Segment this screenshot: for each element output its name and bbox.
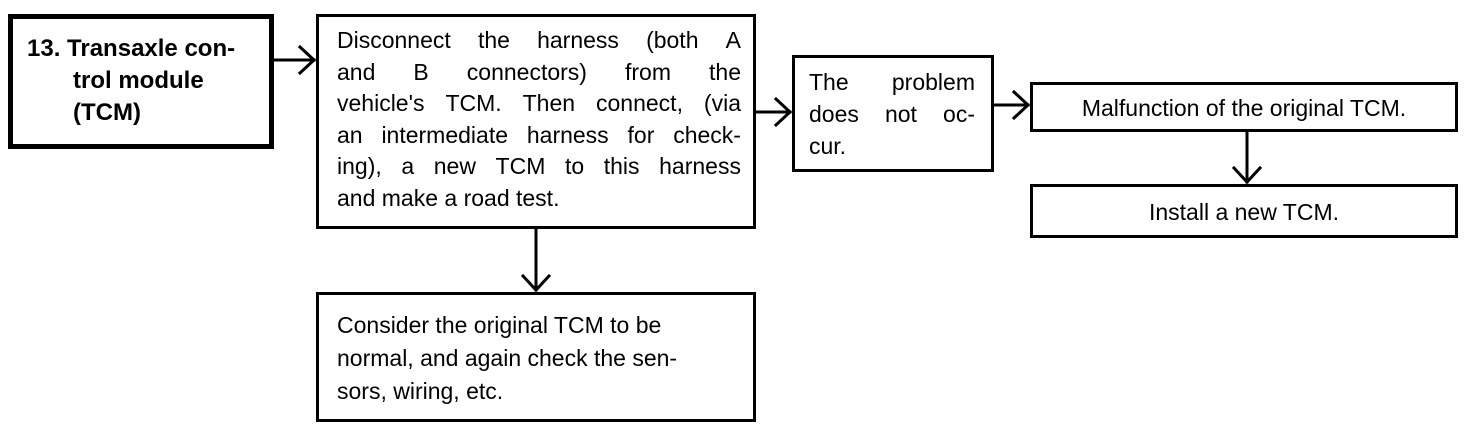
disconnect-word: and (337, 58, 376, 85)
consider-line-1: Consider the original TCM to be (337, 312, 662, 338)
arrowhead-disconnect-to-consider (520, 273, 552, 293)
consider-line-3: sors, wiring, etc. (337, 378, 504, 404)
tcm-box: 13. Transaxle con- trol module (TCM) (8, 14, 274, 149)
disconnect-word: B (413, 58, 429, 85)
arrowhead-problem-to-malfunction (1011, 89, 1031, 121)
problem-word: oc- (943, 101, 975, 127)
disconnect-word: for (627, 121, 655, 148)
disconnect-word: Then (522, 90, 576, 116)
disconnect-word: (both (646, 27, 699, 53)
disconnect-word: from (624, 58, 671, 85)
disconnect-word: harness (526, 121, 609, 148)
disconnect-line-6: and make a road test. (337, 184, 560, 211)
malfunction-text: Malfunction of the original TCM. (1081, 95, 1407, 121)
disconnect-line-5: ing), a new TCM to this harness (337, 151, 741, 183)
disconnect-word: check- (673, 121, 741, 148)
problem-word: not (884, 101, 917, 127)
arrowhead-malfunction-to-install (1231, 165, 1263, 185)
consider-line-2: normal, and again check the sen- (337, 345, 678, 371)
disconnect-line-4: an intermediate harness for check- (337, 120, 741, 152)
tcm-text: 13. Transaxle con- trol module (TCM) (27, 33, 235, 129)
tcm-line-1: 13. Transaxle con- (27, 35, 236, 62)
disconnect-word: connect, (596, 90, 683, 116)
problem-box: The problem does not oc- cur. (792, 55, 994, 172)
tcm-line-3: (TCM) (73, 99, 141, 126)
disconnect-word: new (433, 153, 476, 179)
disconnect-word: TCM (495, 153, 546, 179)
malfunction-box: Malfunction of the original TCM. (1030, 82, 1458, 132)
disconnect-word: ing), (337, 153, 382, 179)
disconnect-line-3: vehicle's TCM. Then connect, (via (337, 88, 741, 120)
disconnect-word: Disconnect (337, 27, 451, 53)
problem-line-1: The problem (809, 66, 975, 98)
problem-text: The problem does not oc- cur. (809, 66, 975, 162)
disconnect-word: harness (659, 153, 741, 179)
disconnect-word: an (337, 121, 363, 148)
disconnect-word: a (401, 153, 415, 179)
problem-word: The (809, 69, 849, 95)
arrowhead-disconnect-to-problem (773, 96, 793, 128)
disconnect-word: TCM. (445, 90, 502, 116)
problem-line-3: cur. (809, 133, 847, 159)
disconnect-box: Disconnect the harness (both A and B con… (316, 14, 756, 229)
disconnect-word: this (603, 153, 640, 179)
consider-text: Consider the original TCM to be normal, … (337, 309, 677, 408)
install-text: Install a new TCM. (1148, 199, 1340, 225)
disconnect-text: Disconnect the harness (both A and B con… (337, 25, 741, 214)
disconnect-word: to (564, 153, 585, 179)
problem-word: does (809, 101, 859, 127)
problem-word: problem (891, 69, 975, 95)
consider-box: Consider the original TCM to be normal, … (316, 292, 756, 422)
disconnect-word: harness (537, 27, 619, 53)
disconnect-word: the (477, 27, 510, 53)
disconnect-word: intermediate (381, 121, 509, 148)
disconnect-word: vehicle's (337, 90, 425, 116)
disconnect-word: (via (703, 90, 741, 116)
disconnect-word: the (709, 58, 741, 85)
install-box: Install a new TCM. (1030, 184, 1458, 238)
disconnect-line-2: and B connectors) from the (337, 57, 741, 89)
disconnect-line-1: Disconnect the harness (both A (337, 25, 741, 57)
disconnect-word: A (725, 27, 741, 53)
arrowhead-tcm-to-disconnect (297, 44, 317, 76)
tcm-line-2: trol module (73, 67, 204, 94)
disconnect-word: connectors) (466, 58, 587, 85)
problem-line-2: does not oc- (809, 98, 975, 130)
